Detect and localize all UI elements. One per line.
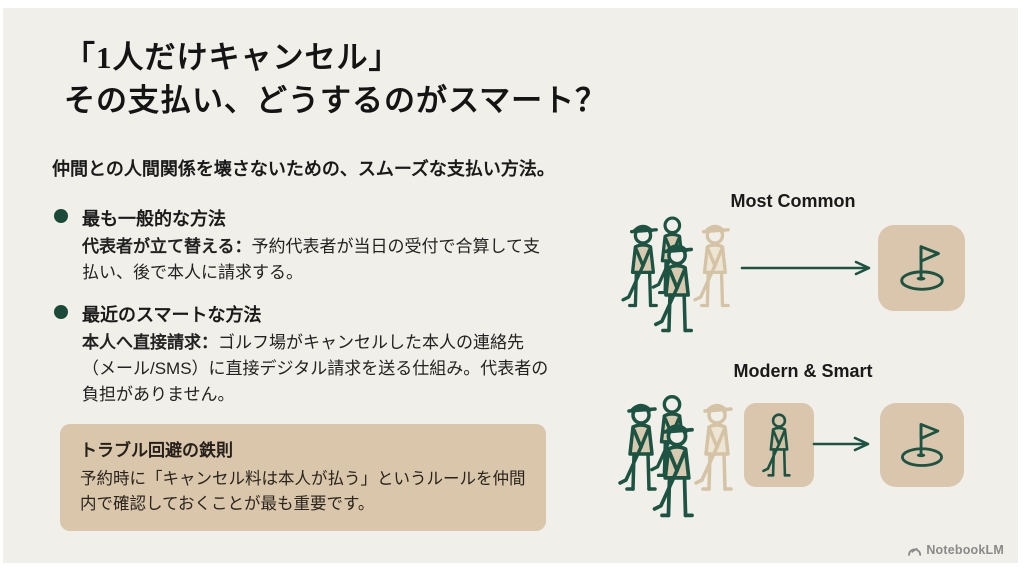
callout-heading: トラブル回避の鉄則: [80, 441, 233, 460]
golf-flag-icon: [893, 239, 951, 297]
method-1-body: 代表者が立て替える：予約代表者が当日の受付で合算して支払い、後で本人に請求する。: [82, 234, 554, 286]
arrow-right-icon: [740, 260, 871, 276]
single-golfer-tile: [744, 403, 814, 487]
bullet-dot-icon: [54, 209, 68, 223]
notebooklm-watermark: NotebookLM: [907, 543, 1004, 557]
callout-box: トラブル回避の鉄則 予約時に「キャンセル料は本人が払う」というルールを仲間内で確…: [60, 424, 546, 531]
golfer-group-icon: [611, 208, 745, 350]
golfer-group-icon: [611, 386, 745, 536]
golf-flag-tile: [878, 225, 965, 311]
method-1-heading: 最も一般的な方法: [82, 209, 226, 229]
method-1-lead: 代表者が立て替える：: [82, 237, 252, 256]
diagram-2-label: Modern & Smart: [733, 361, 873, 381]
method-2-heading: 最近のスマートな方法: [82, 305, 262, 325]
page-title: 「1人だけキャンセル」 その支払い、どうするのがスマート？: [64, 36, 607, 122]
golf-flag-icon: [894, 417, 950, 473]
callout-body: 予約時に「キャンセル料は本人が払う」というルールを仲間内で確認しておくことが最も…: [80, 470, 526, 513]
method-2-text: ゴルフ場がキャンセルした本人の連絡先（メール/SMS）に直接デジタル請求を送る仕…: [82, 333, 549, 404]
notebooklm-logo-icon: [908, 547, 922, 556]
golf-flag-tile: [880, 403, 964, 487]
subtitle: 仲間との人間関係を壊さないための、スムーズな支払い方法。: [52, 159, 555, 179]
title-line-1: 「1人だけキャンセル」: [64, 40, 401, 75]
method-2-body: 本人へ直接請求：ゴルフ場がキャンセルした本人の連絡先（メール/SMS）に直接デジ…: [82, 330, 554, 408]
bullet-dot-icon: [54, 305, 68, 319]
diagram-1-label: Most Common: [730, 191, 856, 211]
slide-canvas: 「1人だけキャンセル」 その支払い、どうするのがスマート？ 仲間との人間関係を壊…: [3, 8, 1018, 563]
method-1-text: 予約代表者が当日の受付で合算して支払い、後で本人に請求する。: [82, 237, 540, 282]
single-golfer-icon: [756, 408, 802, 482]
title-line-2: その支払い、どうするのがスマート？: [64, 83, 608, 118]
watermark-label: NotebookLM: [926, 543, 1004, 557]
arrow-right-icon: [812, 436, 870, 452]
method-2-lead: 本人へ直接請求：: [82, 333, 218, 352]
